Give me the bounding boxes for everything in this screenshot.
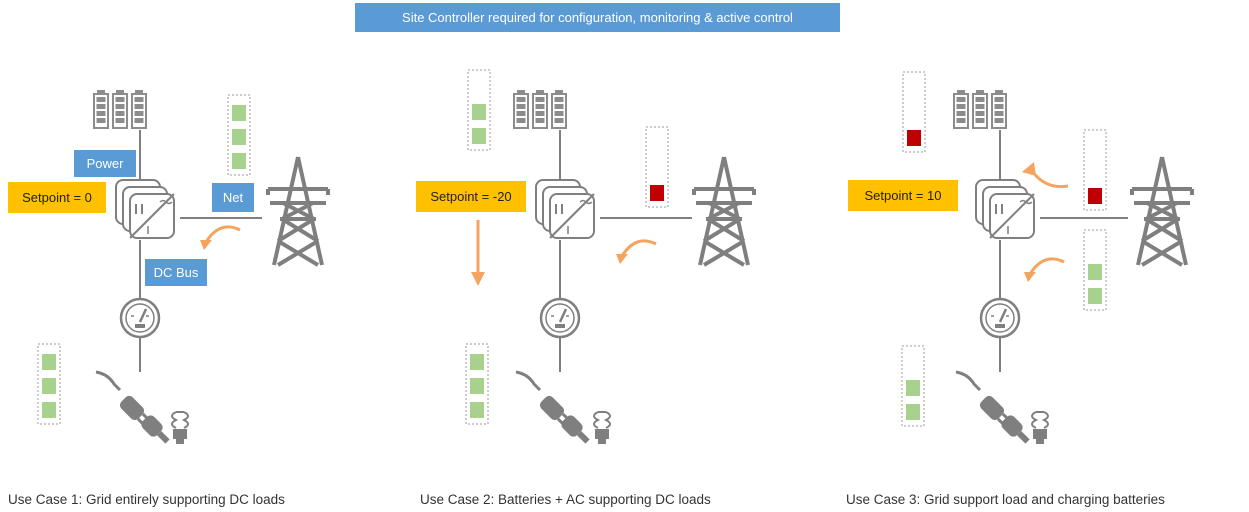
power-label: Power <box>74 150 136 177</box>
level-indicator <box>645 126 669 208</box>
level-indicator <box>227 94 251 176</box>
battery-bank-icon <box>94 90 146 128</box>
level-cell <box>232 129 246 145</box>
use-case-caption: Use Case 1: Grid entirely supporting DC … <box>8 492 285 507</box>
level-cell <box>906 380 920 396</box>
plug-icon <box>954 370 1035 449</box>
level-indicator <box>902 71 926 153</box>
flow-arrow-icon <box>1022 257 1066 284</box>
level-cell <box>472 104 486 120</box>
level-cell <box>232 153 246 169</box>
site-controller-banner: Site Controller required for configurati… <box>355 3 840 32</box>
level-indicator <box>901 345 925 427</box>
net-label: Net <box>212 183 254 212</box>
level-cell <box>906 404 920 420</box>
inverter-icon <box>115 179 175 239</box>
level-indicator <box>465 343 489 425</box>
setpoint-label: Setpoint = 0 <box>8 182 106 213</box>
lightbulb-icon <box>593 411 611 444</box>
use-case-3 <box>901 71 1194 449</box>
level-cell <box>472 128 486 144</box>
flow-arrow-icon <box>1022 162 1069 189</box>
level-cell <box>650 185 664 201</box>
flow-arrow-icon <box>198 225 242 252</box>
use-case-caption: Use Case 2: Batteries + AC supporting DC… <box>420 492 711 507</box>
inverter-icon <box>975 179 1035 239</box>
setpoint-label: Setpoint = 10 <box>848 180 958 211</box>
setpoint-label: Setpoint = -20 <box>416 181 526 212</box>
use-case-caption: Use Case 3: Grid support load and chargi… <box>846 492 1165 507</box>
inverter-icon <box>535 179 595 239</box>
use-case-2 <box>465 69 756 449</box>
lightbulb-icon <box>1031 411 1049 444</box>
transmission-tower-icon <box>1130 155 1194 267</box>
level-cell <box>1088 288 1102 304</box>
meter-gauge-icon <box>119 297 161 339</box>
level-cell <box>1088 188 1102 204</box>
level-indicator <box>467 69 491 151</box>
level-cell <box>42 354 56 370</box>
plug-icon <box>94 370 175 449</box>
level-cell <box>232 105 246 121</box>
level-cell <box>1088 264 1102 280</box>
meter-gauge-icon <box>539 297 581 339</box>
level-cell <box>907 130 921 146</box>
level-indicator <box>37 343 61 425</box>
level-cell <box>470 354 484 370</box>
battery-bank-icon <box>514 90 566 128</box>
dc-bus-label: DC Bus <box>145 259 207 286</box>
level-cell <box>42 378 56 394</box>
setpoint-down-arrow <box>471 220 485 286</box>
level-cell <box>470 378 484 394</box>
level-indicator <box>1083 129 1107 211</box>
plug-icon <box>514 370 595 449</box>
battery-bank-icon <box>954 90 1006 128</box>
transmission-tower-icon <box>692 155 756 267</box>
level-cell <box>42 402 56 418</box>
use-case-1 <box>37 90 330 449</box>
flow-arrow-icon <box>614 239 658 266</box>
level-cell <box>470 402 484 418</box>
transmission-tower-icon <box>266 155 330 267</box>
meter-gauge-icon <box>979 297 1021 339</box>
lightbulb-icon <box>171 411 189 444</box>
level-indicator <box>1083 229 1107 311</box>
